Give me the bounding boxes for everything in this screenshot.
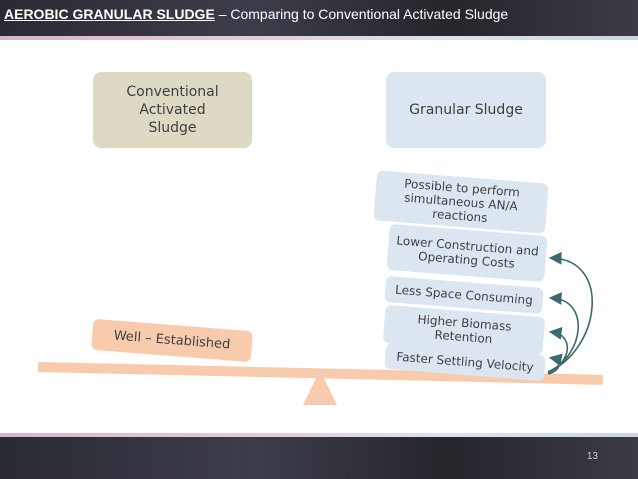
- arrow-to-settling: [547, 353, 563, 375]
- slide-title: AEROBIC GRANULAR SLUDGE – Comparing to C…: [4, 6, 508, 22]
- granular-item-label: Lower Construction and Operating Costs: [395, 233, 540, 271]
- granular-item-label: Higher Biomass Retention: [417, 312, 513, 347]
- granular-item-label: Less Space Consuming: [394, 282, 534, 308]
- granular-heading-box: Granular Sludge: [386, 72, 546, 148]
- title-subtitle: – Comparing to Conventional Activated Sl…: [214, 6, 509, 22]
- granular-item-label: Possible to perform simultaneous AN/A re…: [403, 176, 521, 226]
- title-bold: AEROBIC GRANULAR SLUDGE: [4, 6, 215, 22]
- footer-bar: 13: [0, 437, 638, 479]
- page-number: 13: [586, 451, 598, 462]
- header-accent-line: [0, 36, 638, 40]
- arrow-to-biomass: [547, 326, 569, 374]
- granular-heading: Granular Sludge: [409, 102, 523, 118]
- conventional-heading: Conventional Activated Sludge: [126, 84, 219, 136]
- well-established-label: Well – Established: [113, 328, 231, 353]
- granular-item-label: Faster Settling Velocity: [395, 349, 535, 375]
- arrow-to-lower-costs: [547, 251, 594, 373]
- seesaw-fulcrum: [303, 370, 337, 405]
- header-bar: AEROBIC GRANULAR SLUDGE – Comparing to C…: [0, 0, 638, 36]
- conventional-heading-box: Conventional Activated Sludge: [93, 72, 252, 148]
- footer-accent-line: [0, 433, 638, 437]
